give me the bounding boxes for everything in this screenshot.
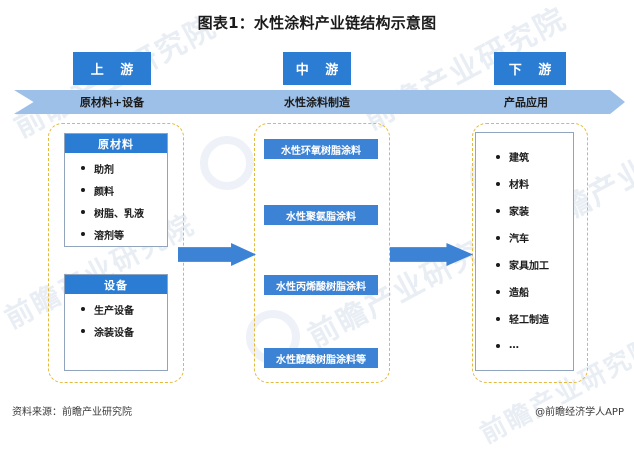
bullet-dot-icon [496,343,500,348]
equipment-list: 生产设备 涂装设备 [65,298,167,342]
bullet-dot-icon [81,232,85,236]
bullet-dot-icon [496,154,500,159]
band-label-downstream: 产品应用 [504,96,548,109]
list-item: 材料 [476,170,573,197]
bullet-dot-icon [496,262,500,267]
list-item: 家装 [476,197,573,224]
bullet-dot-icon [81,307,85,311]
list-item-label: 造船 [509,288,529,299]
list-item-label: 材料 [509,180,529,191]
list-item: 溶剂等 [65,223,167,245]
list-item: 汽车 [476,224,573,251]
downstream-column-container [472,123,588,383]
list-item-label: 颜料 [94,186,114,198]
list-item-label: 建筑 [509,153,529,164]
list-item-label: 生产设备 [94,305,134,317]
product-box-polyurethane: 水性聚氨脂涂料 [264,205,378,225]
list-item: 助剂 [65,157,167,179]
midstream-column-container [254,123,390,383]
list-item-label: 家具加工 [509,261,549,272]
bullet-dot-icon [496,208,500,213]
bullet-dot-icon [496,235,500,240]
bullet-dot-icon [81,166,85,170]
stage-label-midstream: 中 游 [283,52,351,85]
list-item-label: 汽车 [509,234,529,245]
equipment-card: 设备 生产设备 涂装设备 [64,274,168,371]
chain-arrow-band [14,90,625,114]
list-item: 建筑 [476,143,573,170]
list-item-label: 助剂 [94,164,114,176]
list-item: 颜料 [65,179,167,201]
list-item: 涂装设备 [65,320,167,342]
raw-materials-card: 原材料 助剂 颜料 树脂、乳液 溶剂等 [64,133,168,247]
list-item-label: 树脂、乳液 [94,208,144,220]
source-note: 资料来源：前瞻产业研究院 [12,407,132,418]
watermark-logo-icon [200,136,254,190]
list-item: 家具加工 [476,251,573,278]
list-item-label: 溶剂等 [94,230,124,242]
list-item: 造船 [476,278,573,305]
band-label-midstream: 水性涂料制造 [284,96,350,109]
applications-list: 建筑 材料 家装 汽车 家具加工 造船 轻工制造 … [476,143,573,359]
product-box-alkyd: 水性醇酸树脂涂料等 [264,348,378,368]
raw-materials-list: 助剂 颜料 树脂、乳液 溶剂等 [65,157,167,245]
list-item-label: 轻工制造 [509,315,549,326]
list-item: 生产设备 [65,298,167,320]
raw-materials-heading: 原材料 [65,134,167,153]
list-item-label: 家装 [509,207,529,218]
band-label-upstream: 原材料+设备 [79,96,145,109]
applications-card: 建筑 材料 家装 汽车 家具加工 造船 轻工制造 … [475,132,574,371]
bullet-dot-icon [81,329,85,333]
stage-label-upstream: 上 游 [73,52,151,85]
bullet-dot-icon [496,316,500,321]
page-title: 图表1：水性涂料产业链结构示意图 [197,14,437,32]
bullet-dot-icon [81,188,85,192]
connector-arrow-midstream-to-downstream [390,243,473,266]
equipment-heading: 设备 [65,275,167,294]
list-item-label: 涂装设备 [94,327,134,339]
brand-credit: @前瞻经济学人APP [535,407,624,418]
list-item: … [476,332,573,359]
product-box-epoxy: 水性环氧树脂涂料 [264,139,378,159]
bullet-dot-icon [81,210,85,214]
product-box-acrylic: 水性丙烯酸树脂涂料 [264,275,378,295]
bullet-dot-icon [496,289,500,294]
list-item: 轻工制造 [476,305,573,332]
list-item-label: … [509,340,519,351]
bullet-dot-icon [496,181,500,186]
stage-label-downstream: 下 游 [494,52,566,85]
list-item: 树脂、乳液 [65,201,167,223]
connector-arrow-upstream-to-midstream [178,243,256,266]
